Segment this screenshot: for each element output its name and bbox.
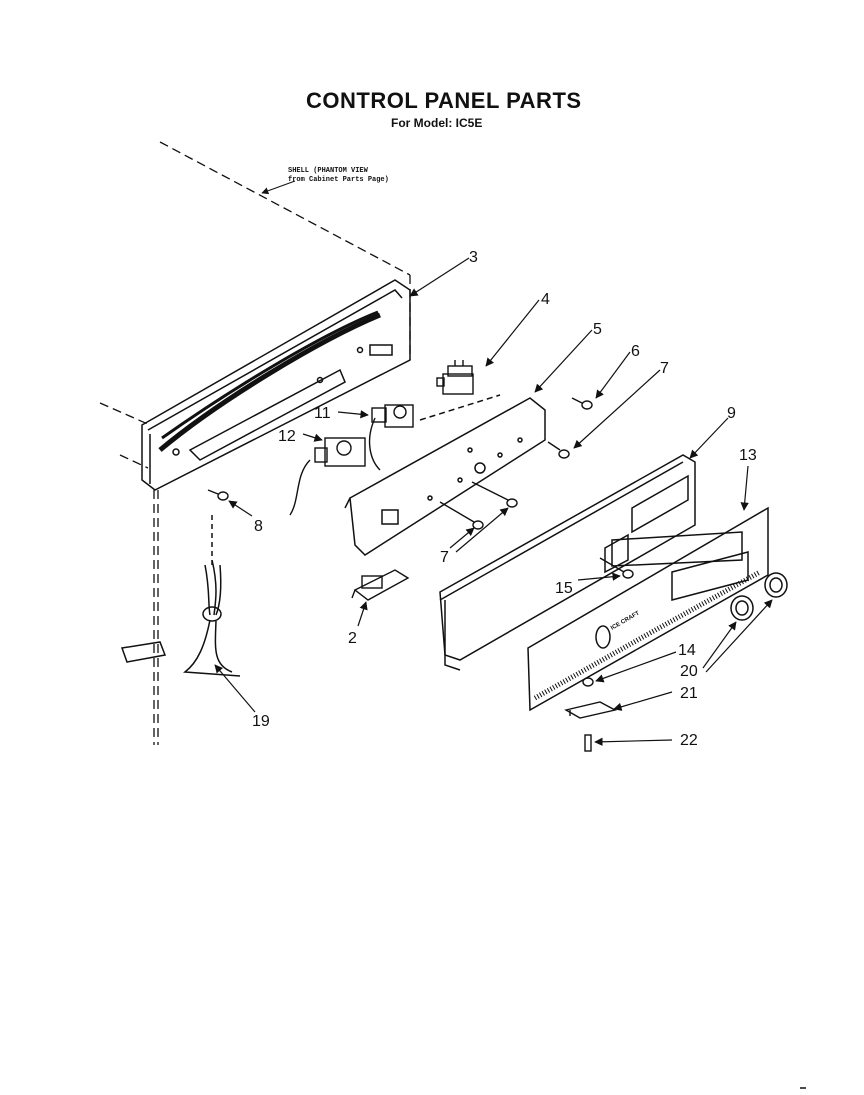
part-4-switch [436, 360, 474, 395]
shell-note-line1: SHELL (PHANTOM VIEW [288, 167, 368, 175]
callout-5: 5 [593, 321, 602, 338]
part-11-thermostat [368, 404, 414, 471]
shell-note: SHELL (PHANTOM VIEW from Cabinet Parts P… [288, 167, 389, 185]
callout-21: 21 [680, 685, 698, 702]
callout-2: 2 [348, 630, 357, 647]
page-title: CONTROL PANEL PARTS [306, 88, 582, 113]
callout-3: 3 [469, 249, 478, 266]
callout-12: 12 [278, 428, 296, 445]
knobs-20 [730, 572, 788, 621]
callout-6: 6 [631, 343, 640, 360]
part-5-mounting-plate [344, 394, 546, 556]
callout-9: 9 [727, 405, 736, 422]
callout-20: 20 [680, 663, 698, 680]
callout-labels: 3 4 5 6 7 9 13 11 12 8 7 15 2 14 20 21 2… [252, 249, 757, 749]
screws-6-7-8 [207, 397, 634, 752]
part-2-clip [351, 569, 410, 601]
leader-lines [214, 257, 773, 747]
model-subtitle: For Model: IC5E [391, 116, 483, 130]
part-3-panel-bracket [141, 279, 411, 491]
part-13-overlay [527, 506, 769, 712]
part-9-console [439, 454, 696, 671]
callout-19: 19 [252, 713, 270, 730]
callout-8: 8 [254, 518, 263, 535]
part-19-harness [120, 515, 241, 677]
phantom-shell-lines [99, 141, 411, 745]
callout-11: 11 [314, 405, 331, 422]
callout-13: 13 [739, 447, 757, 464]
callout-22: 22 [680, 732, 698, 749]
shell-note-leader [261, 180, 296, 195]
part-12-control [289, 437, 366, 516]
callout-4: 4 [541, 291, 550, 308]
callout-15: 15 [555, 580, 573, 597]
callout-14: 14 [678, 642, 696, 659]
part-21-bracket [564, 701, 617, 719]
shell-note-line2: from Cabinet Parts Page) [288, 176, 389, 184]
callout-7-upper: 7 [660, 360, 669, 377]
panel-brand-label: ICE CRAFT [610, 610, 641, 631]
callout-7-lower: 7 [440, 549, 449, 566]
